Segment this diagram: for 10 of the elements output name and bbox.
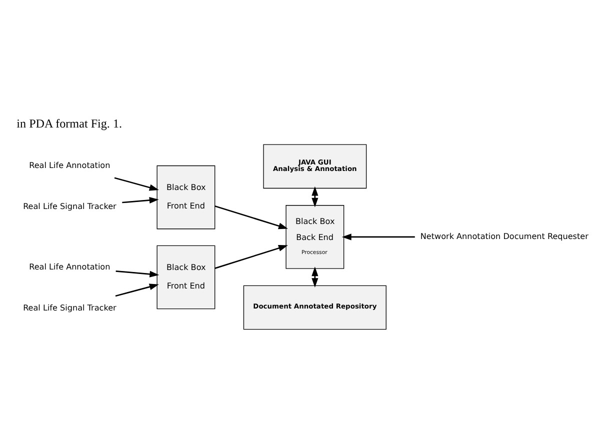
arrow <box>115 284 159 297</box>
arrow <box>116 270 160 278</box>
arrow <box>214 205 288 230</box>
arrow <box>312 186 318 208</box>
arrow <box>342 234 415 240</box>
label: in PDA format Fig. 1. <box>16 116 122 131</box>
arrow <box>122 196 159 204</box>
arrow <box>114 177 159 191</box>
arrow <box>312 266 318 288</box>
arrow <box>214 244 288 269</box>
